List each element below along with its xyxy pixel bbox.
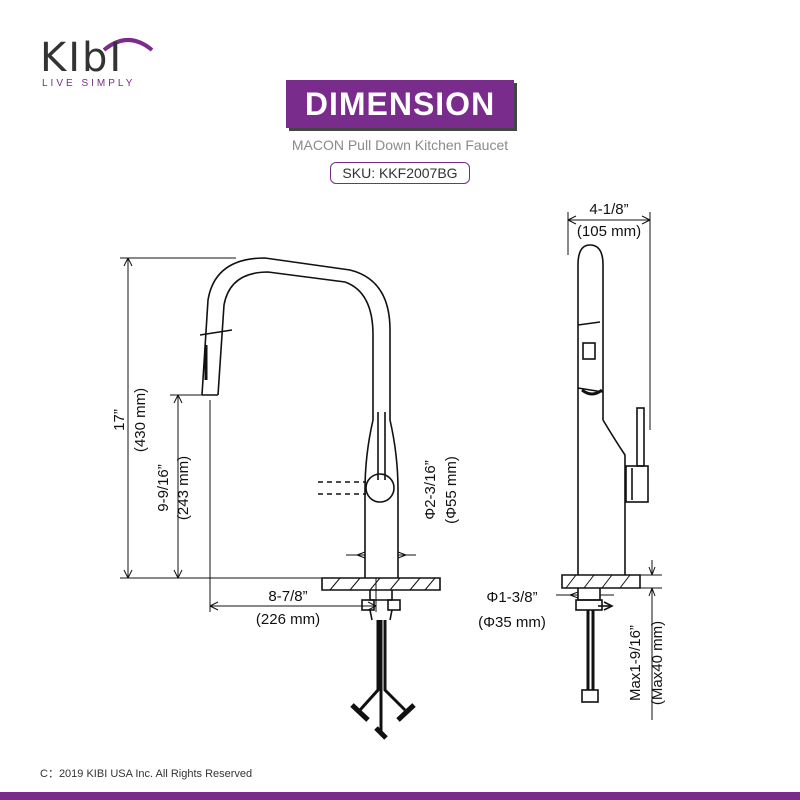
front-view-faucet bbox=[199, 257, 441, 740]
hole-diameter-in-label: Φ1-3/8” bbox=[486, 589, 537, 606]
side-view-faucet bbox=[561, 244, 649, 703]
spout-height-mm-label: (243 mm) bbox=[175, 456, 192, 520]
logo-tagline: LIVE SIMPLY bbox=[42, 78, 136, 89]
reach-mm-label: (226 mm) bbox=[256, 611, 320, 628]
width-in-label: 4-1/8” bbox=[589, 201, 628, 218]
hole-diameter-mm-label: (Φ35 mm) bbox=[478, 614, 546, 631]
product-name: MACON Pull Down Kitchen Faucet bbox=[291, 137, 509, 153]
deck-thickness-mm-label: (Max40 mm) bbox=[649, 621, 666, 705]
base-diameter-mm-label: (Φ55 mm) bbox=[443, 456, 460, 524]
page-title: DIMENSION bbox=[286, 80, 514, 128]
spout-height-in-label: 9-9/16” bbox=[155, 464, 172, 512]
logo-wordmark: KIbI bbox=[40, 35, 124, 81]
height-in-label: 17” bbox=[111, 409, 128, 431]
logo-arc-icon bbox=[102, 38, 154, 52]
accent-bar bbox=[0, 792, 800, 800]
copyright-footer: C：2019 KIBI USA Inc. All Rights Reserved bbox=[40, 768, 253, 780]
reach-in-label: 8-7/8” bbox=[268, 588, 307, 605]
base-diameter-in-label: Φ2-3/16” bbox=[422, 460, 439, 520]
width-mm-label: (105 mm) bbox=[577, 223, 641, 240]
brand-logo: KIbI LIVE SIMPLY bbox=[40, 32, 155, 92]
height-mm-label: (430 mm) bbox=[132, 388, 149, 452]
sku-badge: SKU: KKF2007BG bbox=[330, 162, 470, 184]
deck-thickness-in-label: Max1-9/16” bbox=[627, 625, 644, 701]
